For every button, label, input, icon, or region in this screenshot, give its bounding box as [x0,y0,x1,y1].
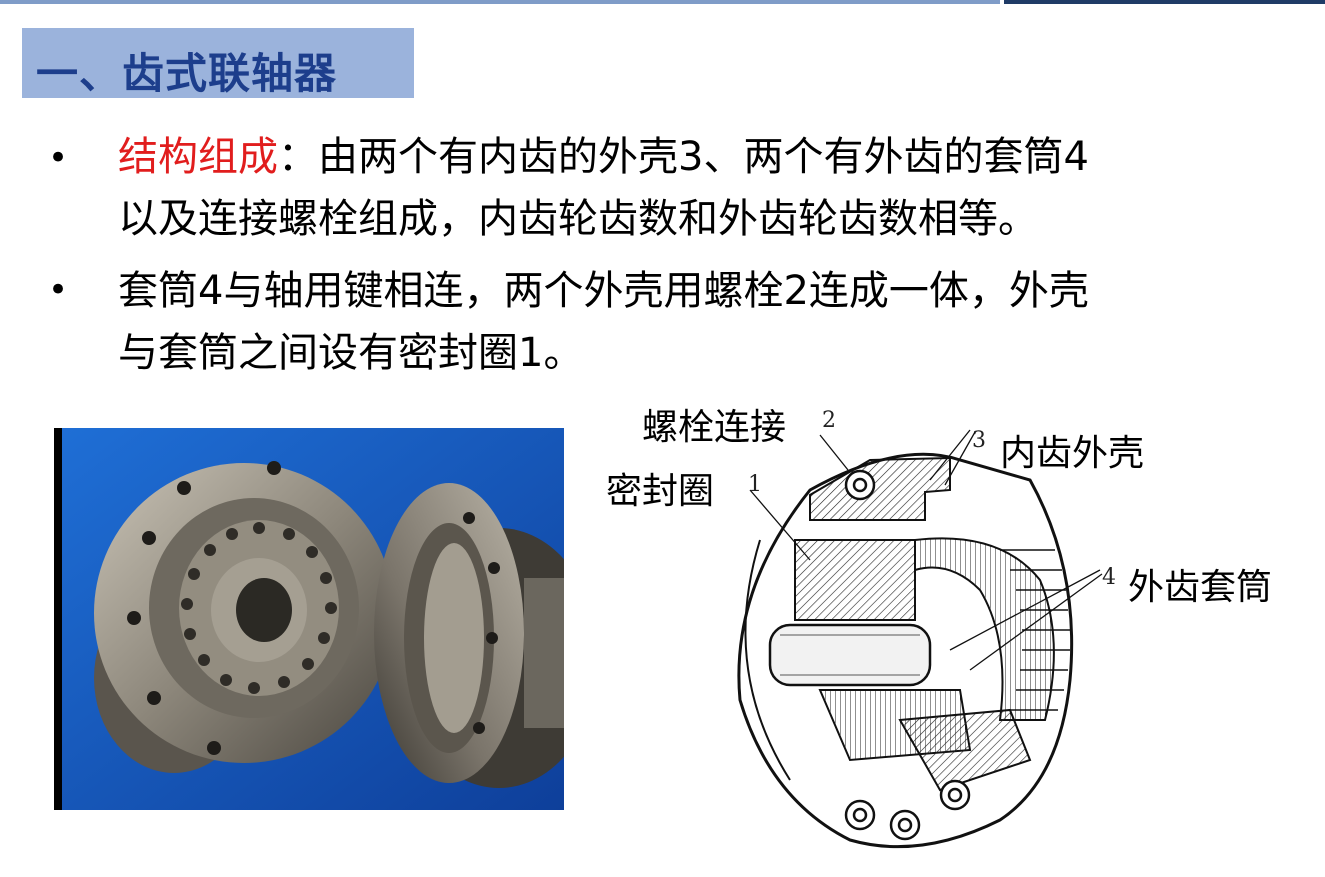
coupling-diagram [700,420,1120,870]
coupling-photo [54,428,564,810]
top-rule [0,0,1000,4]
label-seal-number: 1 [748,472,762,497]
slide-title: 一、齿式联轴器 [36,49,338,98]
top-rule-dark [1004,0,1325,4]
label-sleeve-number: 4 [1102,565,1116,590]
bullet-1-line-2: 以及连接螺栓组成，内齿轮齿数和外齿轮齿数相等。 [118,196,1038,242]
bullet-marker-1: • [48,138,69,178]
bullet-1-line-1: 结构组成：由两个有内齿的外壳3、两个有外齿的套筒4 [118,126,1298,188]
title-banner [22,28,414,98]
bullet-2-line-2: 与套筒之间设有密封圈1。 [118,330,584,376]
bullet-1-text: 结构组成：由两个有内齿的外壳3、两个有外齿的套筒4 以及连接螺栓组成，内齿轮齿数… [118,126,1298,250]
bullet-marker-2: • [48,270,69,310]
label-outer-tooth-sleeve: 外齿套筒 [1128,567,1273,608]
bullet-2-line-1: 套筒4与轴用键相连，两个外壳用螺栓2连成一体，外壳 [118,268,1089,314]
label-inner-tooth-shell: 内齿外壳 [1000,433,1145,474]
bullet-2-text: 套筒4与轴用键相连，两个外壳用螺栓2连成一体，外壳 与套筒之间设有密封圈1。 [118,260,1298,384]
bullet-1-highlight: 结构组成 [118,134,278,180]
label-seal-ring: 密封圈 [606,471,715,512]
bullet-1-line-1-text: ：由两个有内齿的外壳3、两个有外齿的套筒4 [278,134,1089,180]
label-bolt-connection: 螺栓连接 [642,407,787,448]
label-shell-number: 3 [972,428,986,453]
coupling-cross-section-drawing [737,429,1103,849]
label-bolt-number: 2 [822,408,836,433]
coupling-photo-image [54,428,564,810]
